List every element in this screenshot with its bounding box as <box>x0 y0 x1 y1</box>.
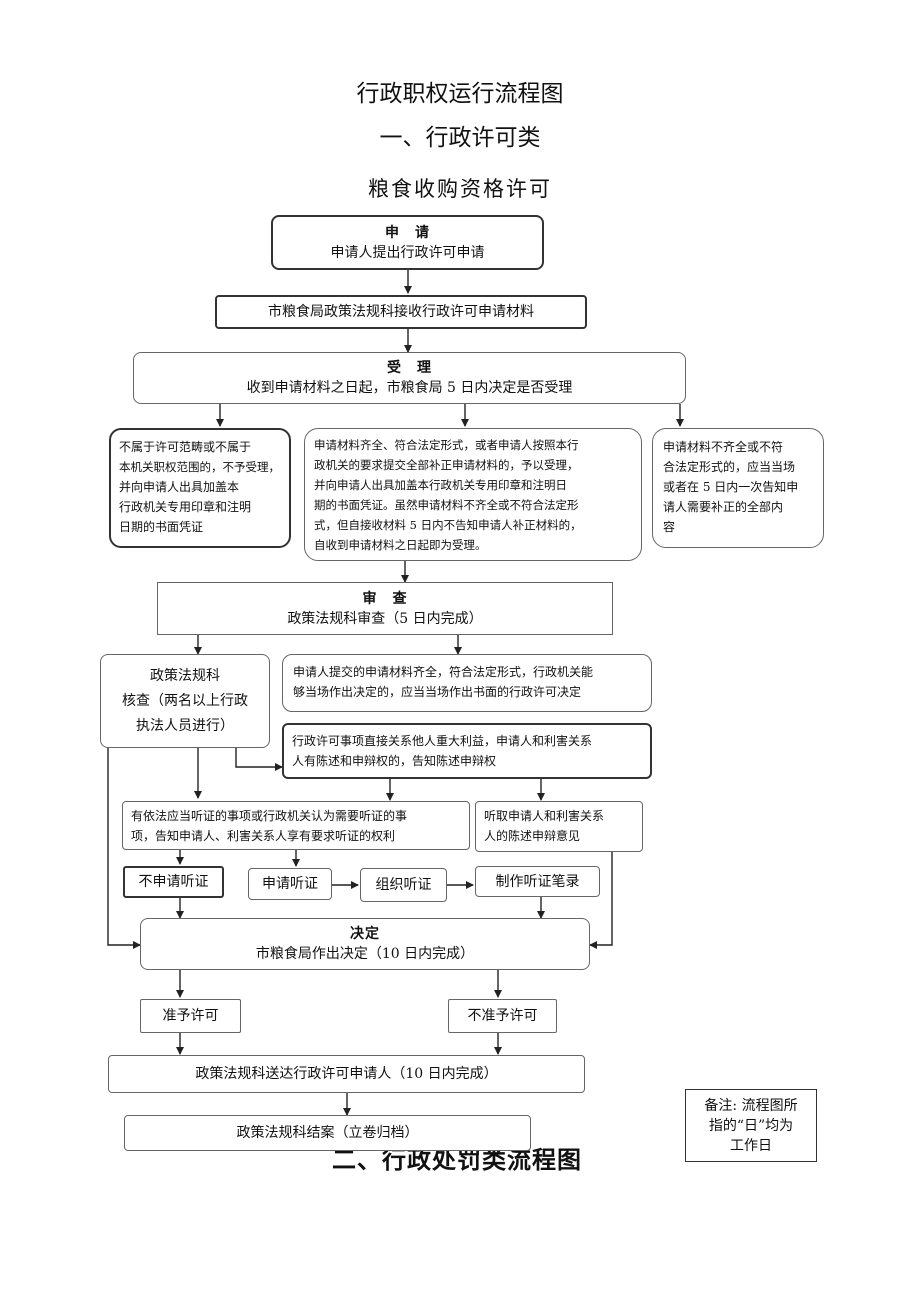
verify-line: 核查（两名以上行政 <box>122 692 248 709</box>
review-heading: 审 查 <box>362 590 408 607</box>
reject-scope-line: 日期的书面凭证 <box>119 520 204 534</box>
reject-scope-line: 本机关职权范围的，不予受理， <box>119 460 280 474</box>
incomplete-line: 请人需要补正的全部内 <box>663 500 784 514</box>
deny-box: 不准予许可 <box>448 999 557 1033</box>
hearing-notice-line: 有依法应当听证的事项或行政机关认为需要听证的事 <box>131 809 408 823</box>
verify-line: 政策法规科 <box>150 667 220 684</box>
accept-condition-box: 申请材料齐全、符合法定形式，或者申请人按照本行 政机关的要求提交全部补正申请材料… <box>304 428 642 561</box>
note-line: 指的“日”均为 <box>708 1117 794 1134</box>
request-hearing-box: 申请听证 <box>248 868 332 900</box>
request-hearing-text: 申请听证 <box>262 876 318 892</box>
receive-box: 市粮食局政策法规科接收行政许可申请材料 <box>215 295 587 329</box>
listen-line: 听取申请人和利害关系 <box>484 809 605 823</box>
reject-scope-line: 不属于许可范畴或不属于 <box>119 440 252 454</box>
verify-box: 政策法规科 核查（两名以上行政 执法人员进行） <box>100 654 270 748</box>
main-title: 行政职权运行流程图 <box>356 81 564 107</box>
review-text: 政策法规科审查（5 日内完成） <box>287 610 483 627</box>
accept-box: 受 理 收到申请材料之日起，市粮食局 5 日内决定是否受理 <box>133 352 686 404</box>
note-line: 工作日 <box>730 1137 772 1154</box>
onsite-decision-line: 申请人提交的申请材料齐全，符合法定形式，行政机关能 <box>293 665 594 679</box>
apply-heading: 申 请 <box>385 224 430 241</box>
decision-text: 市粮食局作出决定（10 日内完成） <box>255 946 475 962</box>
deny-text: 不准予许可 <box>467 1008 538 1024</box>
incomplete-box: 申请材料不齐全或不符 合法定形式的，应当当场 或者在 5 日内一次告知申 请人需… <box>652 428 824 548</box>
onsite-decision-line: 够当场作出决定的，应当当场作出书面的行政许可决定 <box>293 685 582 699</box>
organize-hearing-text: 组织听证 <box>375 877 432 893</box>
reject-scope-line: 行政机关专用印章和注明 <box>119 500 252 514</box>
listen-line: 人的陈述申辩意见 <box>484 829 581 843</box>
review-box: 审 查 政策法规科审查（5 日内完成） <box>157 582 613 635</box>
onsite-decision-box: 申请人提交的申请材料齐全，符合法定形式，行政机关能 够当场作出决定的，应当当场作… <box>282 654 652 712</box>
decision-box: 决定 市粮食局作出决定（10 日内完成） <box>140 918 590 970</box>
accept-condition-line: 期的书面凭证。虽然申请材料不齐全或不符合法定形 <box>314 498 579 512</box>
accept-condition-line: 式，但自接收材料 5 日内不告知申请人补正材料的， <box>314 518 582 532</box>
interest-box: 行政许可事项直接关系他人重大利益，申请人和利害关系 人有陈述和申辩权的，告知陈述… <box>282 723 652 779</box>
hearing-record-text: 制作听证笔录 <box>495 873 580 890</box>
hearing-record-box: 制作听证笔录 <box>475 866 600 897</box>
accept-heading: 受 理 <box>387 360 432 376</box>
verify-line: 执法人员进行） <box>136 717 234 734</box>
note-box: 备注: 流程图所 指的“日”均为 工作日 <box>685 1089 817 1162</box>
reject-scope-line: 并向申请人出具加盖本 <box>119 480 240 494</box>
interest-line: 行政许可事项直接关系他人重大利益，申请人和利害关系 <box>292 734 593 748</box>
incomplete-line: 申请材料不齐全或不符 <box>663 440 784 454</box>
accept-condition-line: 自收到申请材料之日起即为受理。 <box>314 538 487 552</box>
receive-text: 市粮食局政策法规科接收行政许可申请材料 <box>268 304 534 320</box>
grant-box: 准予许可 <box>140 999 241 1033</box>
no-hearing-text: 不申请听证 <box>138 874 209 890</box>
subject-title: 粮食收购资格许可 <box>368 177 552 201</box>
deliver-box: 政策法规科送达行政许可申请人（10 日内完成） <box>108 1055 585 1093</box>
grant-text: 准予许可 <box>162 1008 219 1024</box>
category-title: 一、行政许可类 <box>379 125 541 151</box>
reject-scope-box: 不属于许可范畴或不属于 本机关职权范围的，不予受理， 并向申请人出具加盖本 行政… <box>109 428 291 548</box>
note-line: 备注: 流程图所 <box>704 1097 798 1114</box>
apply-text: 申请人提出行政许可申请 <box>330 244 485 261</box>
organize-hearing-box: 组织听证 <box>360 868 447 902</box>
accept-condition-line: 政机关的要求提交全部补正申请材料的，予以受理， <box>314 458 579 472</box>
interest-line: 人有陈述和申辩权的，告知陈述申辩权 <box>292 754 497 768</box>
accept-text: 收到申请材料之日起，市粮食局 5 日内决定是否受理 <box>246 380 573 396</box>
hearing-notice-line: 项，告知申请人、利害关系人享有要求听证的权利 <box>131 829 396 843</box>
accept-condition-line: 并向申请人出具加盖本行政机关专用印章和注明日 <box>314 478 567 492</box>
accept-condition-line: 申请材料齐全、符合法定形式，或者申请人按照本行 <box>314 438 579 452</box>
deliver-text: 政策法规科送达行政许可申请人（10 日内完成） <box>195 1066 498 1082</box>
apply-box: 申 请 申请人提出行政许可申请 <box>271 215 544 270</box>
close-text: 政策法规科结案（立卷归档） <box>236 1125 419 1141</box>
no-hearing-box: 不申请听证 <box>123 866 224 898</box>
incomplete-line: 容 <box>663 520 676 534</box>
listen-box: 听取申请人和利害关系 人的陈述申辩意见 <box>475 801 643 852</box>
incomplete-line: 或者在 5 日内一次告知申 <box>663 480 799 494</box>
close-box: 政策法规科结案（立卷归档） <box>124 1115 531 1151</box>
hearing-notice-box: 有依法应当听证的事项或行政机关认为需要听证的事 项，告知申请人、利害关系人享有要… <box>122 801 470 850</box>
decision-heading: 决定 <box>350 926 380 942</box>
incomplete-line: 合法定形式的，应当当场 <box>663 460 796 474</box>
